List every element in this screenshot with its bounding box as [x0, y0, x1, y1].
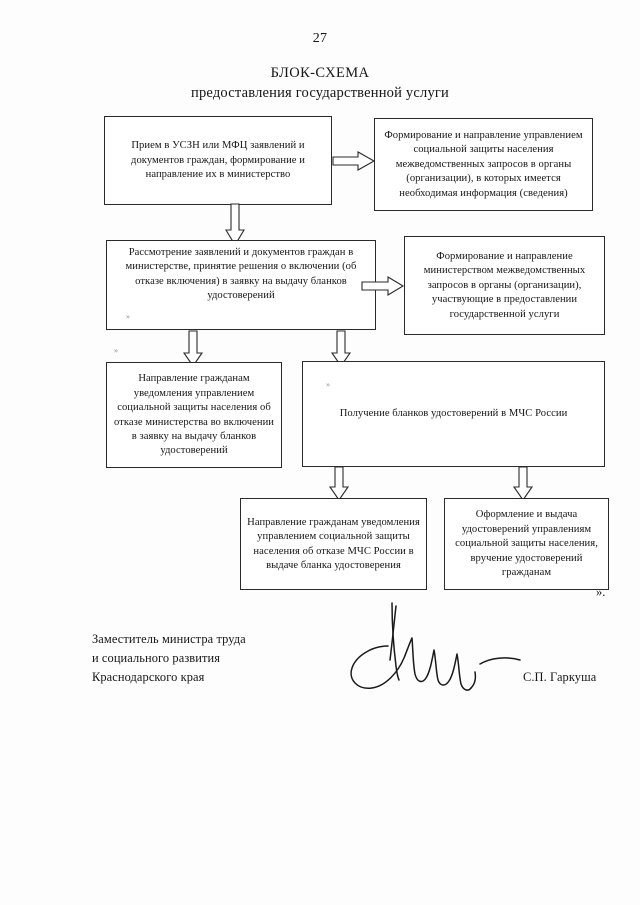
flow-box-mchs-refusal-notice: Направление гражданам уведомления управл…	[240, 498, 427, 590]
flow-box-mchs-refusal-notice-label: Направление гражданам уведомления управл…	[247, 516, 420, 571]
flow-box-mchs-forms: Получение бланков удостоверений в МЧС Ро…	[302, 361, 605, 467]
scan-artifact: »	[126, 312, 130, 321]
signatory-name: С.П. Гаркуша	[523, 670, 597, 684]
arrow-intake-to-review	[224, 203, 246, 247]
arrow-mchs-forms-to-refusal-notice	[328, 466, 350, 502]
page-number: 27	[312, 31, 328, 46]
scan-artifact: »	[326, 380, 330, 389]
flow-box-review: Рассмотрение заявлений и документов граж…	[106, 240, 376, 330]
flow-box-issue-certificates-label: Оформление и выдача удостоверений управл…	[455, 509, 598, 579]
scan-artifact: »	[114, 346, 118, 355]
flow-box-usz-requests: Формирование и направление управлением с…	[374, 118, 593, 211]
flow-box-mchs-forms-label: Получение бланков удостоверений в МЧС Ро…	[339, 408, 568, 420]
page-subtitle: предоставления государственной услуги	[190, 85, 449, 101]
arrow-mchs-forms-to-issue-certificates	[512, 466, 534, 502]
flow-box-intake-label: Прием в УСЗН или МФЦ заявлений и докумен…	[131, 140, 305, 181]
flow-box-refusal-notice-label: Направление гражданам уведомления управл…	[113, 373, 275, 457]
flow-box-intake: Прием в УСЗН или МФЦ заявлений и докумен…	[104, 116, 332, 205]
page-title: БЛОК-СХЕМА	[270, 65, 370, 81]
arrow-intake-to-usz-requests	[332, 150, 376, 172]
flow-box-usz-requests-label: Формирование и направление управлением с…	[384, 129, 583, 199]
signatory-title: Заместитель министра труда и социального…	[92, 632, 246, 684]
flow-box-ministry-requests-label: Формирование и направление министерством…	[423, 250, 586, 320]
flow-box-review-label: Рассмотрение заявлений и документов граж…	[125, 247, 357, 302]
arrow-review-to-refusal-notice	[182, 330, 204, 368]
flow-box-refusal-notice: Направление гражданам уведомления управл…	[106, 362, 282, 468]
flow-box-ministry-requests: Формирование и направление министерством…	[404, 236, 605, 335]
closing-quote-mark: ».	[596, 585, 606, 599]
arrow-review-to-mchs-forms	[330, 330, 352, 368]
flow-box-issue-certificates: Оформление и выдача удостоверений управл…	[444, 498, 609, 590]
handwritten-signature-icon	[330, 598, 530, 708]
arrow-review-to-ministry-requests	[361, 276, 405, 296]
